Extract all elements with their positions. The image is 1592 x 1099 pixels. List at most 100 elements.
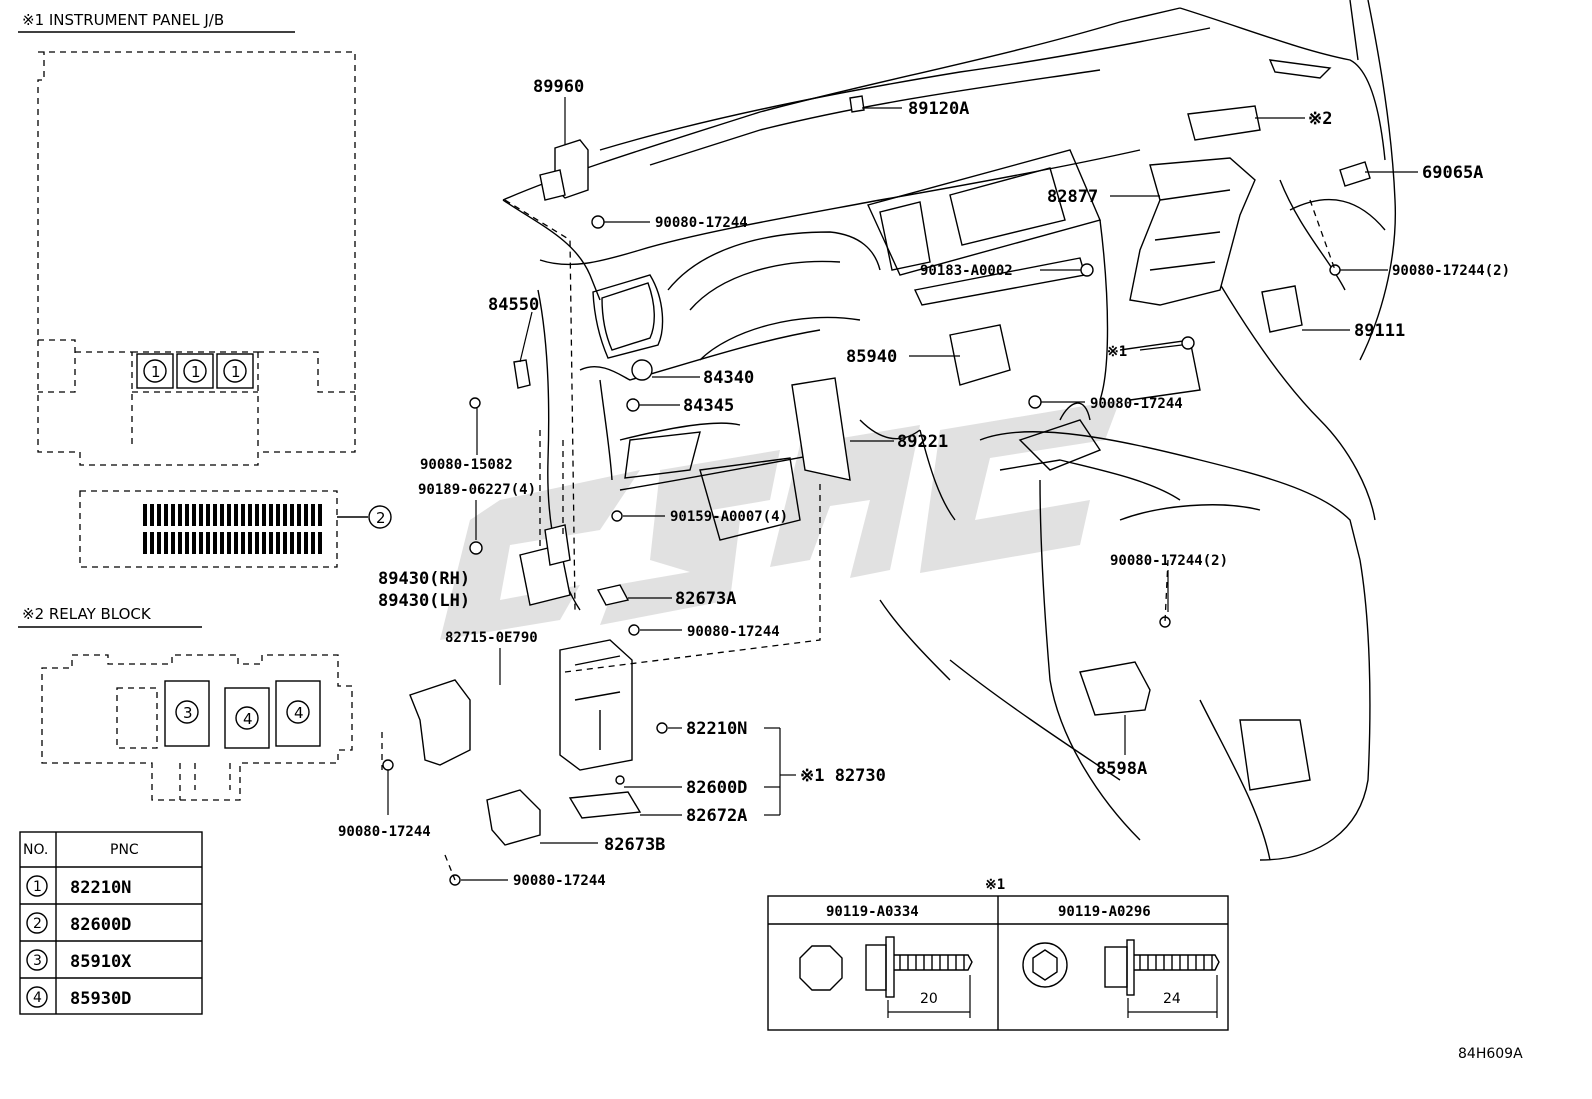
bolt-right-drawing: 24 bbox=[1022, 939, 1220, 1018]
inset2-circled-4a: 4 bbox=[243, 710, 253, 728]
connector-pin bbox=[269, 532, 273, 554]
connector-pin bbox=[234, 532, 238, 554]
connector-pin bbox=[262, 504, 266, 526]
label-90080-17244-2: 90080-17244(2) bbox=[1392, 263, 1510, 279]
connector-pin bbox=[318, 532, 322, 554]
connector-pin bbox=[304, 532, 308, 554]
figure-id: 84H609A bbox=[1458, 1046, 1523, 1062]
connector-pin bbox=[150, 504, 154, 526]
connector-pin bbox=[290, 532, 294, 554]
connector-pin bbox=[213, 532, 217, 554]
pnc-header-pnc: PNC bbox=[110, 842, 139, 858]
pnc-row-value: 82600D bbox=[70, 915, 131, 935]
label-90080-17244: 90080-17244 bbox=[687, 624, 780, 640]
connector-pin bbox=[269, 504, 273, 526]
label-90080-17244: 90080-17244 bbox=[655, 215, 748, 231]
inset-instrument-panel-jb: ※1 INSTRUMENT PANEL J/B 1 1 1 2 bbox=[18, 11, 392, 568]
bolt-right-part: 90119-A0296 bbox=[1058, 904, 1151, 920]
label-89960: 89960 bbox=[533, 77, 584, 97]
inset1-title: ※1 INSTRUMENT PANEL J/B bbox=[22, 11, 224, 29]
connector-pin bbox=[276, 504, 280, 526]
inset2-circled-3: 3 bbox=[183, 704, 193, 722]
label-89221: 89221 bbox=[897, 432, 948, 452]
connector-pin bbox=[241, 532, 245, 554]
bolt-right-dim: 24 bbox=[1163, 991, 1181, 1007]
connector-pin bbox=[283, 504, 287, 526]
label-89111: 89111 bbox=[1354, 321, 1405, 341]
connector-pin bbox=[248, 504, 252, 526]
bolt-left-part: 90119-A0334 bbox=[826, 904, 919, 920]
connector-pin bbox=[262, 532, 266, 554]
label-90159-A0007: 90159-A0007(4) bbox=[670, 509, 788, 525]
connector-pin bbox=[206, 532, 210, 554]
connector-pin bbox=[143, 504, 147, 526]
pnc-row-value: 85910X bbox=[70, 952, 132, 972]
label-90189-06227: 90189-06227(4) bbox=[418, 482, 536, 498]
connector-pin bbox=[220, 504, 224, 526]
connector-pin bbox=[297, 504, 301, 526]
connector-pin bbox=[199, 504, 203, 526]
connector-pin bbox=[157, 532, 161, 554]
connector-pin bbox=[171, 504, 175, 526]
label-89430-rh: 89430(RH) bbox=[378, 569, 470, 589]
label-89430-lh: 89430(LH) bbox=[378, 591, 470, 611]
connector-pin bbox=[234, 504, 238, 526]
bolt-table: ※1 90119-A0334 90119-A0296 20 bbox=[767, 877, 1229, 1031]
label-90080-15082: 90080-15082 bbox=[420, 457, 513, 473]
bolt-left-drawing: 20 bbox=[799, 936, 973, 1018]
bolt-table-ref: ※1 bbox=[985, 877, 1005, 893]
connector-pin bbox=[192, 504, 196, 526]
label-90080-17244: 90080-17244 bbox=[513, 873, 606, 889]
connector-pin bbox=[164, 504, 168, 526]
connector-pin bbox=[290, 504, 294, 526]
connector-pin bbox=[227, 532, 231, 554]
connector-pin bbox=[213, 504, 217, 526]
pnc-row-value: 82210N bbox=[70, 878, 131, 898]
label-89120A: 89120A bbox=[908, 99, 969, 119]
inset1-circled-1b: 1 bbox=[191, 363, 201, 381]
connector-pin bbox=[276, 532, 280, 554]
label-82730: ※1 82730 bbox=[800, 766, 886, 786]
connector-pin bbox=[178, 504, 182, 526]
connector-pin bbox=[255, 532, 259, 554]
connector-pin bbox=[185, 504, 189, 526]
label-69065A: 69065A bbox=[1422, 163, 1483, 183]
part-shapes bbox=[382, 95, 1371, 886]
part-labels: 89960 89120A ※2 69065A 82877 90080-17244… bbox=[338, 77, 1510, 889]
pnc-row-no: 3 bbox=[33, 953, 42, 969]
label-82673A: 82673A bbox=[675, 589, 736, 609]
label-82600D: 82600D bbox=[686, 778, 747, 798]
connector-pin bbox=[311, 504, 315, 526]
inset2-title: ※2 RELAY BLOCK bbox=[22, 605, 152, 623]
label-ref-1: ※1 bbox=[1107, 344, 1127, 360]
inset1-circled-1c: 1 bbox=[231, 363, 241, 381]
label-82672A: 82672A bbox=[686, 806, 747, 826]
pnc-row-no: 2 bbox=[33, 916, 42, 932]
connector-pin bbox=[311, 532, 315, 554]
connector-pin bbox=[318, 504, 322, 526]
pnc-row-no: 1 bbox=[33, 879, 42, 895]
inset1-circled-2: 2 bbox=[376, 509, 386, 527]
pnc-table: NO. PNC 1 2 3 4 82210N 82600D 85910X 859… bbox=[19, 831, 203, 1015]
connector-pin bbox=[297, 532, 301, 554]
label-82715-0E790: 82715-0E790 bbox=[445, 630, 538, 646]
pnc-header-no: NO. bbox=[23, 842, 48, 858]
instrument-panel-drawing bbox=[502, 0, 1397, 861]
connector-pin bbox=[157, 504, 161, 526]
leader-lines bbox=[387, 97, 1418, 881]
label-90080-17244-2: 90080-17244(2) bbox=[1110, 553, 1228, 569]
label-82673B: 82673B bbox=[604, 835, 665, 855]
label-90183-A0002: 90183-A0002 bbox=[920, 263, 1013, 279]
inset1-circled-1a: 1 bbox=[151, 363, 161, 381]
label-82877: 82877 bbox=[1047, 187, 1098, 207]
inset2-circled-4b: 4 bbox=[294, 704, 304, 722]
connector-pin bbox=[227, 504, 231, 526]
label-90080-17244: 90080-17244 bbox=[338, 824, 431, 840]
bolt-left-dim: 20 bbox=[920, 991, 938, 1007]
label-8598A: 8598A bbox=[1096, 759, 1147, 779]
label-85940: 85940 bbox=[846, 347, 897, 367]
connector-pin bbox=[220, 532, 224, 554]
inset-relay-block: ※2 RELAY BLOCK 3 4 4 bbox=[18, 605, 353, 801]
pnc-row-no: 4 bbox=[33, 990, 42, 1006]
